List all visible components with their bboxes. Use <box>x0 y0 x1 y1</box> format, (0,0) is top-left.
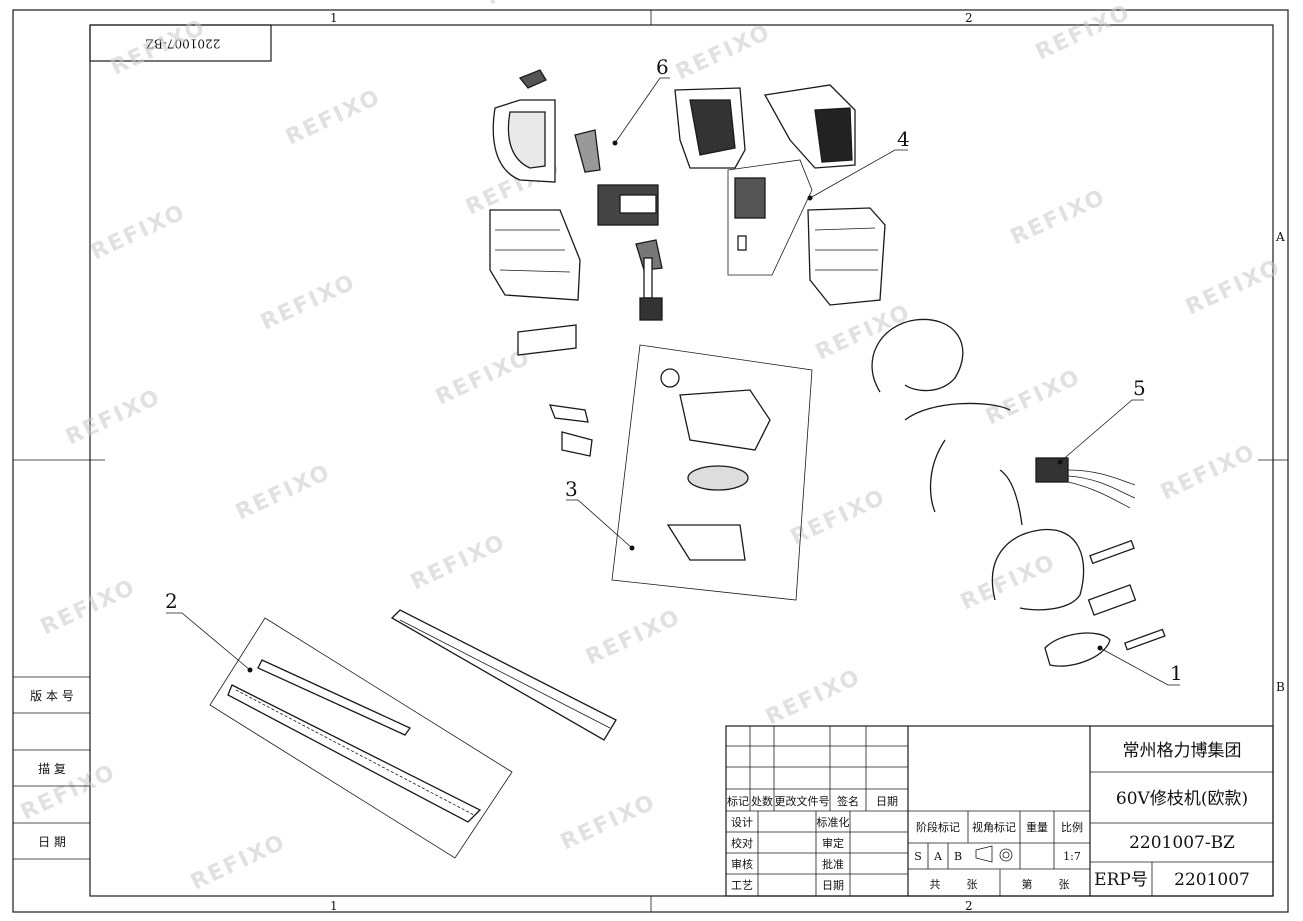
svg-text:REFIXO: REFIXO <box>62 385 165 451</box>
callout-5: 5 <box>1133 376 1146 400</box>
drawing-number: 2201007-BZ <box>1129 833 1235 853</box>
svg-text:REFIXO: REFIXO <box>982 365 1085 431</box>
rev-header-date: 日期 <box>876 795 898 808</box>
svg-text:REFIXO: REFIXO <box>282 85 385 151</box>
sheets-unit-label: 张 <box>967 878 978 891</box>
projection-symbol-icon <box>975 845 1013 863</box>
svg-text:REFIXO: REFIXO <box>87 200 190 266</box>
rev-header-file: 更改文件号 <box>775 794 830 808</box>
left-info-strip: 版 本 号 描 复 日 期 <box>13 676 90 860</box>
scale-label: 比例 <box>1061 820 1083 834</box>
svg-text:REFIXO: REFIXO <box>232 460 335 526</box>
motor-group <box>727 159 886 306</box>
rear-handle-housing <box>489 69 601 301</box>
callout-3: 3 <box>565 477 578 501</box>
stage-b: B <box>954 850 962 863</box>
product-name: 60V修枝机(欧款) <box>1116 789 1248 809</box>
date-label: 日 期 <box>38 835 66 849</box>
outer-frame <box>12 9 1289 913</box>
rear-handle-loop <box>991 528 1166 667</box>
weight-label: 重量 <box>1026 820 1048 834</box>
inner-frame <box>89 24 1274 897</box>
svg-text:REFIXO: REFIXO <box>672 20 775 86</box>
mirrored-drawing-number: 2201007-BZ <box>146 37 221 51</box>
svg-text:REFIXO: REFIXO <box>1007 185 1110 251</box>
svg-text:REFIXO: REFIXO <box>1182 255 1285 321</box>
zone-col-2-top: 2 <box>965 11 973 25</box>
total-sheets-label: 共 <box>930 878 941 891</box>
check-label: 校对 <box>731 836 753 850</box>
svg-text:REFIXO: REFIXO <box>787 485 890 551</box>
sheet-no-label: 第 <box>1022 877 1033 891</box>
switch-assembly <box>597 184 663 321</box>
svg-text:REFIXO: REFIXO <box>257 270 360 336</box>
battery-connector <box>929 439 1136 526</box>
version-label: 版 本 号 <box>30 689 74 703</box>
svg-text:REFIXO: REFIXO <box>37 575 140 641</box>
stage-a: A <box>933 850 943 863</box>
mirrored-number-box <box>89 24 272 62</box>
standardize-label: 标准化 <box>817 815 850 829</box>
sheet-unit-label: 张 <box>1059 878 1070 891</box>
blade-cover <box>390 609 617 741</box>
svg-text:REFIXO: REFIXO <box>482 0 585 10</box>
stage-s: S <box>914 850 922 863</box>
svg-text:REFIXO: REFIXO <box>1157 440 1260 506</box>
svg-text:REFIXO: REFIXO <box>762 665 865 731</box>
svg-text:REFIXO: REFIXO <box>17 760 120 826</box>
approve-label: 批准 <box>822 857 844 871</box>
callout-6: 6 <box>656 55 669 79</box>
zone-col-1-bottom: 1 <box>330 899 338 913</box>
callout-4: 4 <box>897 127 910 151</box>
watermark-group: REFIXO REFIXO REFIXO REFIXO REFIXO REFIX… <box>17 0 1285 895</box>
svg-text:REFIXO: REFIXO <box>957 550 1060 616</box>
view-mark-label: 视角标记 <box>972 820 1016 834</box>
blade-assembly <box>209 617 513 859</box>
svg-text:REFIXO: REFIXO <box>187 830 290 896</box>
scale-value: 1:7 <box>1063 850 1081 863</box>
process-label: 工艺 <box>731 879 753 892</box>
svg-text:REFIXO: REFIXO <box>407 530 510 596</box>
callout-2: 2 <box>165 589 178 613</box>
front-handle-loop <box>871 318 964 393</box>
erp-value: 2201007 <box>1174 870 1250 890</box>
zone-col-2-bottom: 2 <box>965 899 973 913</box>
gearbox-group <box>611 344 813 601</box>
rev-header-sign: 签名 <box>837 794 859 808</box>
zone-row-a: A <box>1275 230 1285 244</box>
rev-header-count: 处数 <box>751 795 773 808</box>
rev-header-mark: 标记 <box>727 794 749 808</box>
audit-label: 审核 <box>731 857 753 871</box>
stage-mark-label: 阶段标记 <box>916 820 960 834</box>
svg-text:REFIXO: REFIXO <box>582 605 685 671</box>
title-block: 标记 处数 更改文件号 签名 日期 设计 标准化 校对 审定 审核 批准 工艺 … <box>725 725 1274 897</box>
erp-label: ERP号 <box>1094 870 1148 890</box>
exploded-view <box>209 69 1166 859</box>
callouts: 1 2 3 4 5 6 <box>165 55 1183 686</box>
design-label: 设计 <box>731 816 753 829</box>
svg-text:REFIXO: REFIXO <box>557 790 660 856</box>
svg-text:REFIXO: REFIXO <box>812 300 915 366</box>
zone-col-1-top: 1 <box>330 11 338 25</box>
date-cell-label: 日期 <box>822 879 844 892</box>
zone-row-b: B <box>1276 680 1285 694</box>
review-label: 审定 <box>822 836 844 850</box>
motor-housing-side <box>674 84 856 169</box>
callout-1: 1 <box>1170 661 1183 685</box>
company-name: 常州格力博集团 <box>1123 741 1242 761</box>
trace-label: 描 复 <box>38 762 66 776</box>
